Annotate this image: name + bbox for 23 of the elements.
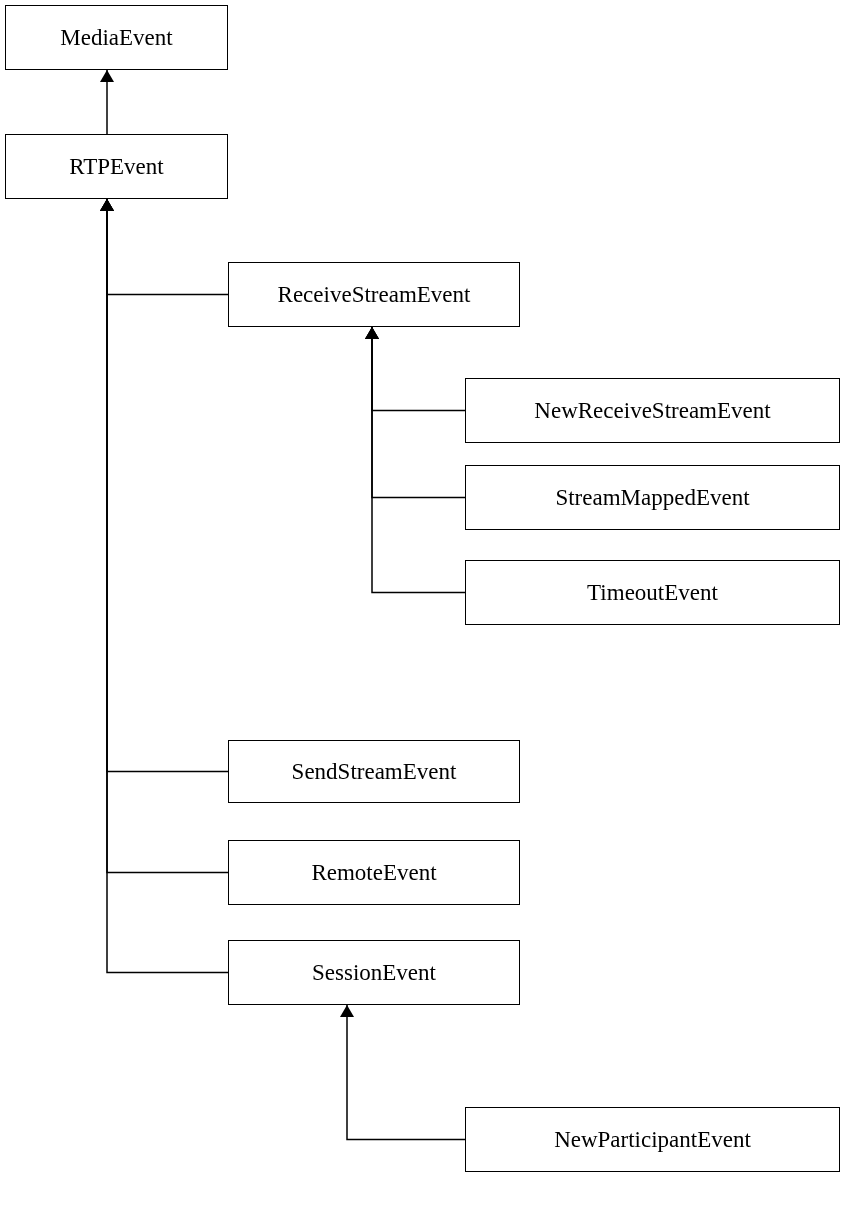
class-name: StreamMappedEvent (555, 484, 750, 511)
class-box (465, 1107, 840, 1172)
class-box (465, 465, 840, 530)
class-box (5, 5, 228, 70)
class-name: ReceiveStreamEvent (277, 281, 471, 308)
class-box (228, 740, 520, 803)
class-box (228, 262, 520, 327)
inheritance-arrow (100, 69, 114, 135)
class-box (5, 134, 228, 199)
class-name: SendStreamEvent (291, 758, 457, 785)
class-name: RTPEvent (69, 153, 164, 180)
inheritance-arrow (340, 1004, 466, 1141)
class-name: NewParticipantEvent (554, 1126, 751, 1153)
class-box (228, 840, 520, 905)
class-box (228, 940, 520, 1005)
class-name: SessionEvent (312, 959, 436, 986)
class-name: RemoteEvent (311, 859, 437, 886)
class-name: MediaEvent (60, 24, 173, 51)
inheritance-arrow (365, 326, 466, 594)
class-name: TimeoutEvent (587, 579, 718, 606)
class-box (465, 560, 840, 625)
class-box (465, 378, 840, 443)
class-name: NewReceiveStreamEvent (534, 397, 771, 424)
